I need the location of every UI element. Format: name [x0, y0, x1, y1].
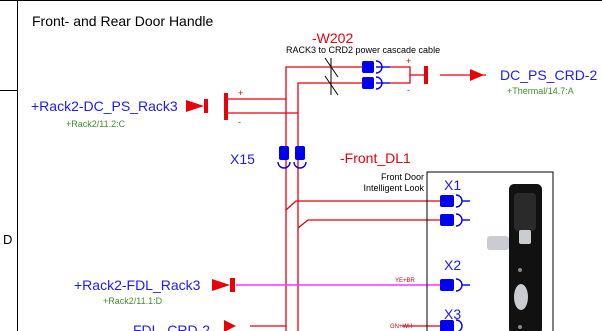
- device-desc-line2: Intelligent Look: [363, 183, 424, 193]
- signal-fdl-rack3-label: +Rack2-FDL_Rack3: [74, 277, 201, 293]
- x2-plug: [440, 278, 470, 292]
- signal-fdl-rack3-ref: +Rack2/11.1:D: [103, 296, 163, 306]
- x15-plug-left: [277, 146, 291, 169]
- x1-plug-top: [440, 194, 470, 208]
- device-id: -Front_DL1: [340, 150, 411, 166]
- output-plus-mark: +: [406, 56, 411, 66]
- cable-description: RACK3 to CRD2 power cascade cable: [286, 45, 440, 55]
- fdl-rack3-input-arrow: [212, 278, 235, 292]
- dc-ps-crd2-output-arrow: [424, 66, 484, 84]
- sheet-title: Front- and Rear Door Handle: [32, 13, 214, 29]
- signal-dc-ps-crd2-ref: +Thermal/14.7:A: [507, 86, 574, 96]
- x15-plug-right: [293, 146, 307, 169]
- w202-plug-top: [362, 60, 390, 74]
- input-plus-mark: +: [238, 88, 243, 98]
- signal-dc-ps-crd2-label: DC_PS_CRD-2: [500, 67, 597, 83]
- row-letter: D: [3, 232, 12, 247]
- x3-plug: [440, 319, 463, 331]
- fdl-crd2-output-arrow: [224, 320, 236, 331]
- x1-plug-bottom: [440, 213, 470, 227]
- wire-mark-ye-br: YE+BR: [395, 278, 416, 284]
- wire-mark-gn-wh: GN+WH: [390, 324, 413, 330]
- door-handle-image: [487, 184, 542, 331]
- cable-id: -W202: [312, 30, 353, 46]
- signal-dc-ps-rack3-label: +Rack2-DC_PS_Rack3: [31, 98, 178, 114]
- device-desc-line1: Front Door: [381, 172, 424, 182]
- connector-x15-label: X15: [230, 151, 255, 167]
- power-wires: [228, 66, 486, 331]
- connector-x2-label: X2: [444, 257, 461, 273]
- input-minus-mark: -: [238, 117, 241, 127]
- connector-x1-label: X1: [444, 177, 461, 193]
- signal-fdl-crd2-label: FDL_CRD-2: [133, 322, 210, 331]
- connector-x3-label: X3: [444, 306, 461, 322]
- signal-dc-ps-rack3-ref: +Rack2/11.2:C: [66, 119, 126, 129]
- output-minus-mark: -: [407, 85, 410, 95]
- cable-w202-marks: [324, 57, 339, 96]
- front-door-device-box: [426, 171, 554, 331]
- w202-plug-bottom: [362, 76, 390, 90]
- dc-ps-rack3-input-arrow: [186, 93, 228, 120]
